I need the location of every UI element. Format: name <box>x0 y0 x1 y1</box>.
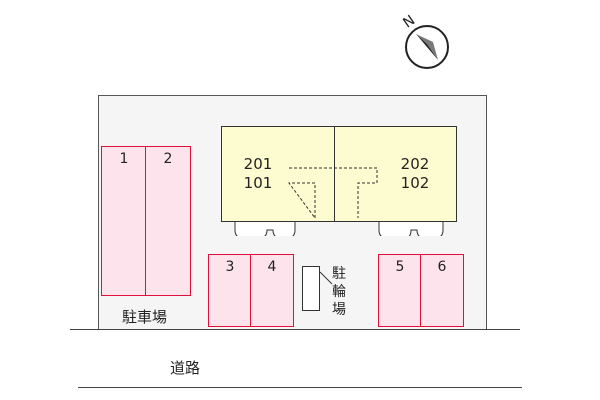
road-label: 道路 <box>170 359 201 377</box>
parking-space-5: 5 <box>378 254 422 327</box>
building-outline <box>234 167 444 236</box>
parking-space-2: 2 <box>145 146 191 296</box>
compass: N <box>400 12 455 72</box>
north-arrow-icon <box>405 25 449 69</box>
road-edge-top <box>70 329 520 330</box>
parking-space-number: 4 <box>267 259 277 275</box>
unit-divider <box>334 126 335 222</box>
bike-parking-pointer <box>319 271 333 285</box>
parking-space-6: 6 <box>420 254 464 327</box>
parking-label: 駐車場 <box>122 308 168 326</box>
bike-parking-area <box>302 266 320 311</box>
unit-lower-1: 101 <box>243 174 273 192</box>
unit-upper-1: 201 <box>243 155 273 173</box>
bike-parking-label: 駐 輪 場 <box>332 266 346 318</box>
parking-space-number: 3 <box>225 259 235 275</box>
parking-space-number: 6 <box>437 259 447 275</box>
unit-lower-2: 102 <box>400 174 430 192</box>
parking-space-number: 1 <box>119 151 129 167</box>
parking-space-number: 5 <box>395 259 405 275</box>
parking-space-3: 3 <box>208 254 252 327</box>
parking-space-4: 4 <box>250 254 294 327</box>
parking-space-number: 2 <box>163 151 173 167</box>
parking-space-1: 1 <box>101 146 147 296</box>
unit-upper-2: 202 <box>400 155 430 173</box>
road-edge-bottom <box>78 387 522 388</box>
building <box>221 126 457 222</box>
